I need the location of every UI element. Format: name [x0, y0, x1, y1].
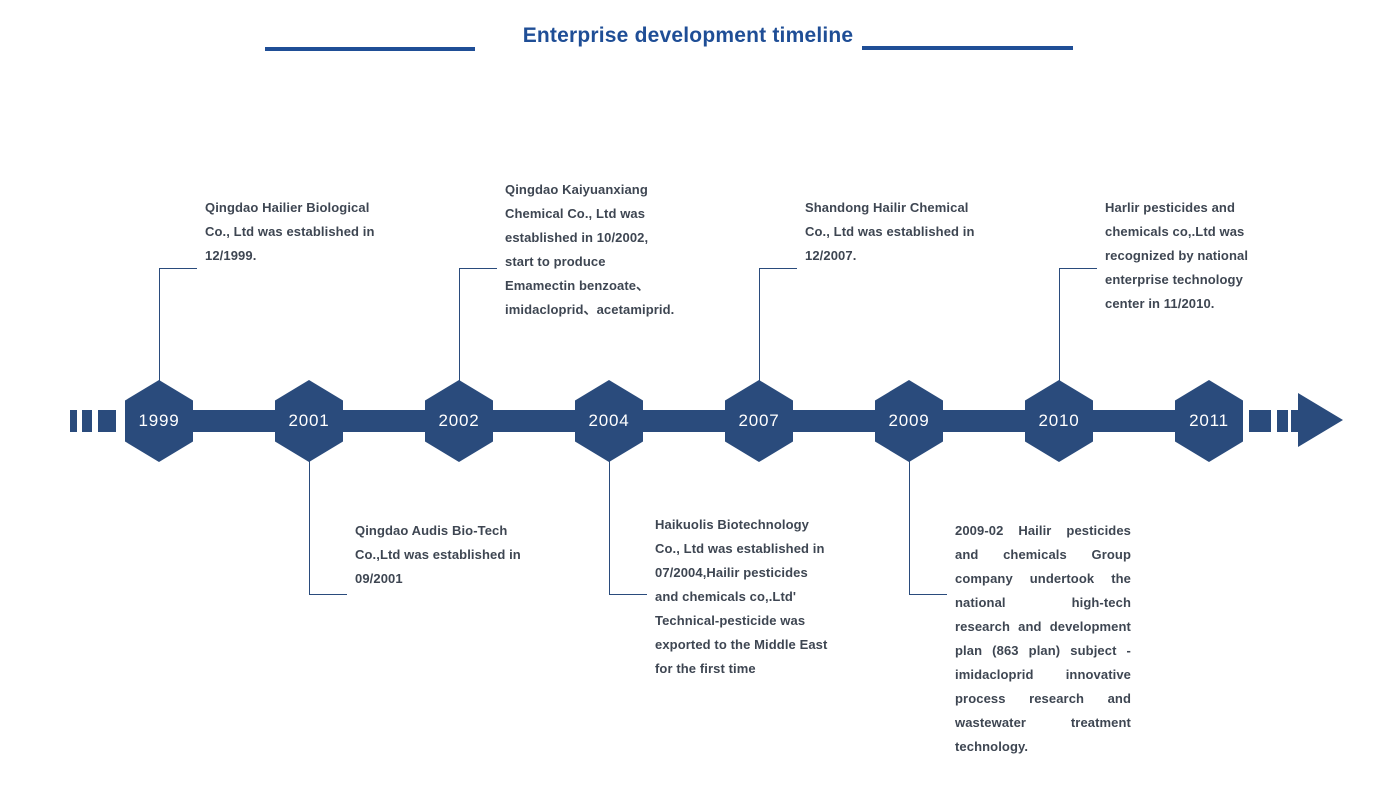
- event-text-line: Chemical Co., Ltd was: [505, 206, 646, 221]
- event-text-line: process research and: [955, 691, 1131, 706]
- event-text-line: and chemicals Group: [955, 547, 1131, 562]
- event-text-line: center in 11/2010.: [1105, 296, 1215, 311]
- event-text-line: technology.: [955, 739, 1029, 754]
- event-description-2009: 2009-02 Hailir pesticides and chemicals G…: [955, 519, 1131, 759]
- connector-horizontal-2009: [909, 594, 947, 595]
- timeline-dash-right-1: [1249, 410, 1271, 432]
- event-text-line: established in 10/2002,: [505, 230, 649, 245]
- timeline-dash-left-2: [82, 410, 92, 432]
- connector-horizontal-2004: [609, 594, 647, 595]
- event-text-line: imidacloprid、acetamiprid.: [505, 302, 675, 317]
- event-text-line: start to produce: [505, 254, 606, 269]
- timeline-year-label: 2010: [1038, 411, 1080, 430]
- timeline-node-1999: 1999: [125, 380, 193, 462]
- event-description-2010: Harlir pesticides and chemicals co,.Ltd w…: [1105, 196, 1248, 316]
- timeline-dash-left-3: [98, 410, 116, 432]
- event-text-line: 12/2007.: [805, 248, 857, 263]
- event-text-line: Co., Ltd was established in: [655, 541, 825, 556]
- title-decoration-line-left: [265, 47, 475, 51]
- event-text-line: Co., Ltd was established in: [205, 224, 375, 239]
- timeline-node-2010: 2010: [1025, 380, 1093, 462]
- timeline-node-2002: 2002: [425, 380, 493, 462]
- event-text-line: Co., Ltd was established in: [805, 224, 975, 239]
- event-text-line: imidacloprid innovative: [955, 667, 1131, 682]
- event-text-line: for the first time: [655, 661, 756, 676]
- timeline-dash-left-1: [70, 410, 77, 432]
- connector-vertical-2007: [759, 268, 760, 381]
- event-text-line: 09/2001: [355, 571, 403, 586]
- event-text-line: plan (863 plan) subject -: [955, 643, 1131, 658]
- event-text-line: national high-tech: [955, 595, 1131, 610]
- connector-horizontal-2002: [459, 268, 497, 269]
- connector-vertical-2002: [459, 268, 460, 381]
- timeline-year-label: 2002: [438, 411, 480, 430]
- timeline-node-2001: 2001: [275, 380, 343, 462]
- event-text-line: Emamectin benzoate、: [505, 278, 650, 293]
- timeline-year-label: 2009: [888, 411, 930, 430]
- event-text-line: wastewater treatment: [955, 715, 1131, 730]
- event-text-line: enterprise technology: [1105, 272, 1243, 287]
- timeline-node-2009: 2009: [875, 380, 943, 462]
- connector-vertical-2001: [309, 461, 310, 594]
- connector-horizontal-2007: [759, 268, 797, 269]
- event-text-line: 12/1999.: [205, 248, 257, 263]
- timeline-year-label: 2001: [288, 411, 330, 430]
- event-text-line: Harlir pesticides and: [1105, 200, 1235, 215]
- timeline-node-2011: 2011: [1175, 380, 1243, 462]
- event-text-line: Technical-pesticide was: [655, 613, 806, 628]
- timeline-year-label: 1999: [138, 411, 180, 430]
- event-text-line: chemicals co,.Ltd was: [1105, 224, 1245, 239]
- event-text-line: exported to the Middle East: [655, 637, 828, 652]
- event-text-line: Co.,Ltd was established in: [355, 547, 521, 562]
- timeline-year-label: 2011: [1189, 411, 1229, 430]
- event-text-line: recognized by national: [1105, 248, 1249, 263]
- timeline-dash-right-2: [1277, 410, 1288, 432]
- timeline-node-2007: 2007: [725, 380, 793, 462]
- timeline-node-2004: 2004: [575, 380, 643, 462]
- event-text-line: Qingdao Kaiyuanxiang: [505, 182, 648, 197]
- event-text-line: company undertook the: [955, 571, 1131, 586]
- connector-vertical-1999: [159, 268, 160, 381]
- connector-horizontal-1999: [159, 268, 197, 269]
- timeline-arrow-icon: [1298, 393, 1343, 447]
- event-text-line: Qingdao Hailier Biological: [205, 200, 370, 215]
- event-text-line: Shandong Hailir Chemical: [805, 200, 969, 215]
- connector-horizontal-2001: [309, 594, 347, 595]
- event-text-line: 2009-02 Hailir pesticides: [955, 523, 1131, 538]
- connector-vertical-2010: [1059, 268, 1060, 381]
- connector-horizontal-2010: [1059, 268, 1097, 269]
- title-decoration-line-right: [862, 46, 1073, 50]
- event-text-line: 07/2004,Hailir pesticides: [655, 565, 808, 580]
- timeline-year-label: 2004: [588, 411, 630, 430]
- page-title: Enterprise development timeline: [522, 24, 854, 47]
- timeline-arrow-stem: [1291, 410, 1300, 432]
- event-text-line: Qingdao Audis Bio-Tech: [355, 523, 508, 538]
- event-text-line: and chemicals co,.Ltd': [655, 589, 797, 604]
- event-text-line: research and development: [955, 619, 1131, 634]
- connector-vertical-2009: [909, 461, 910, 594]
- connector-vertical-2004: [609, 461, 610, 594]
- event-text-line: Haikuolis Biotechnology: [655, 517, 809, 532]
- timeline-bar: [125, 410, 1243, 432]
- timeline-year-label: 2007: [738, 411, 780, 430]
